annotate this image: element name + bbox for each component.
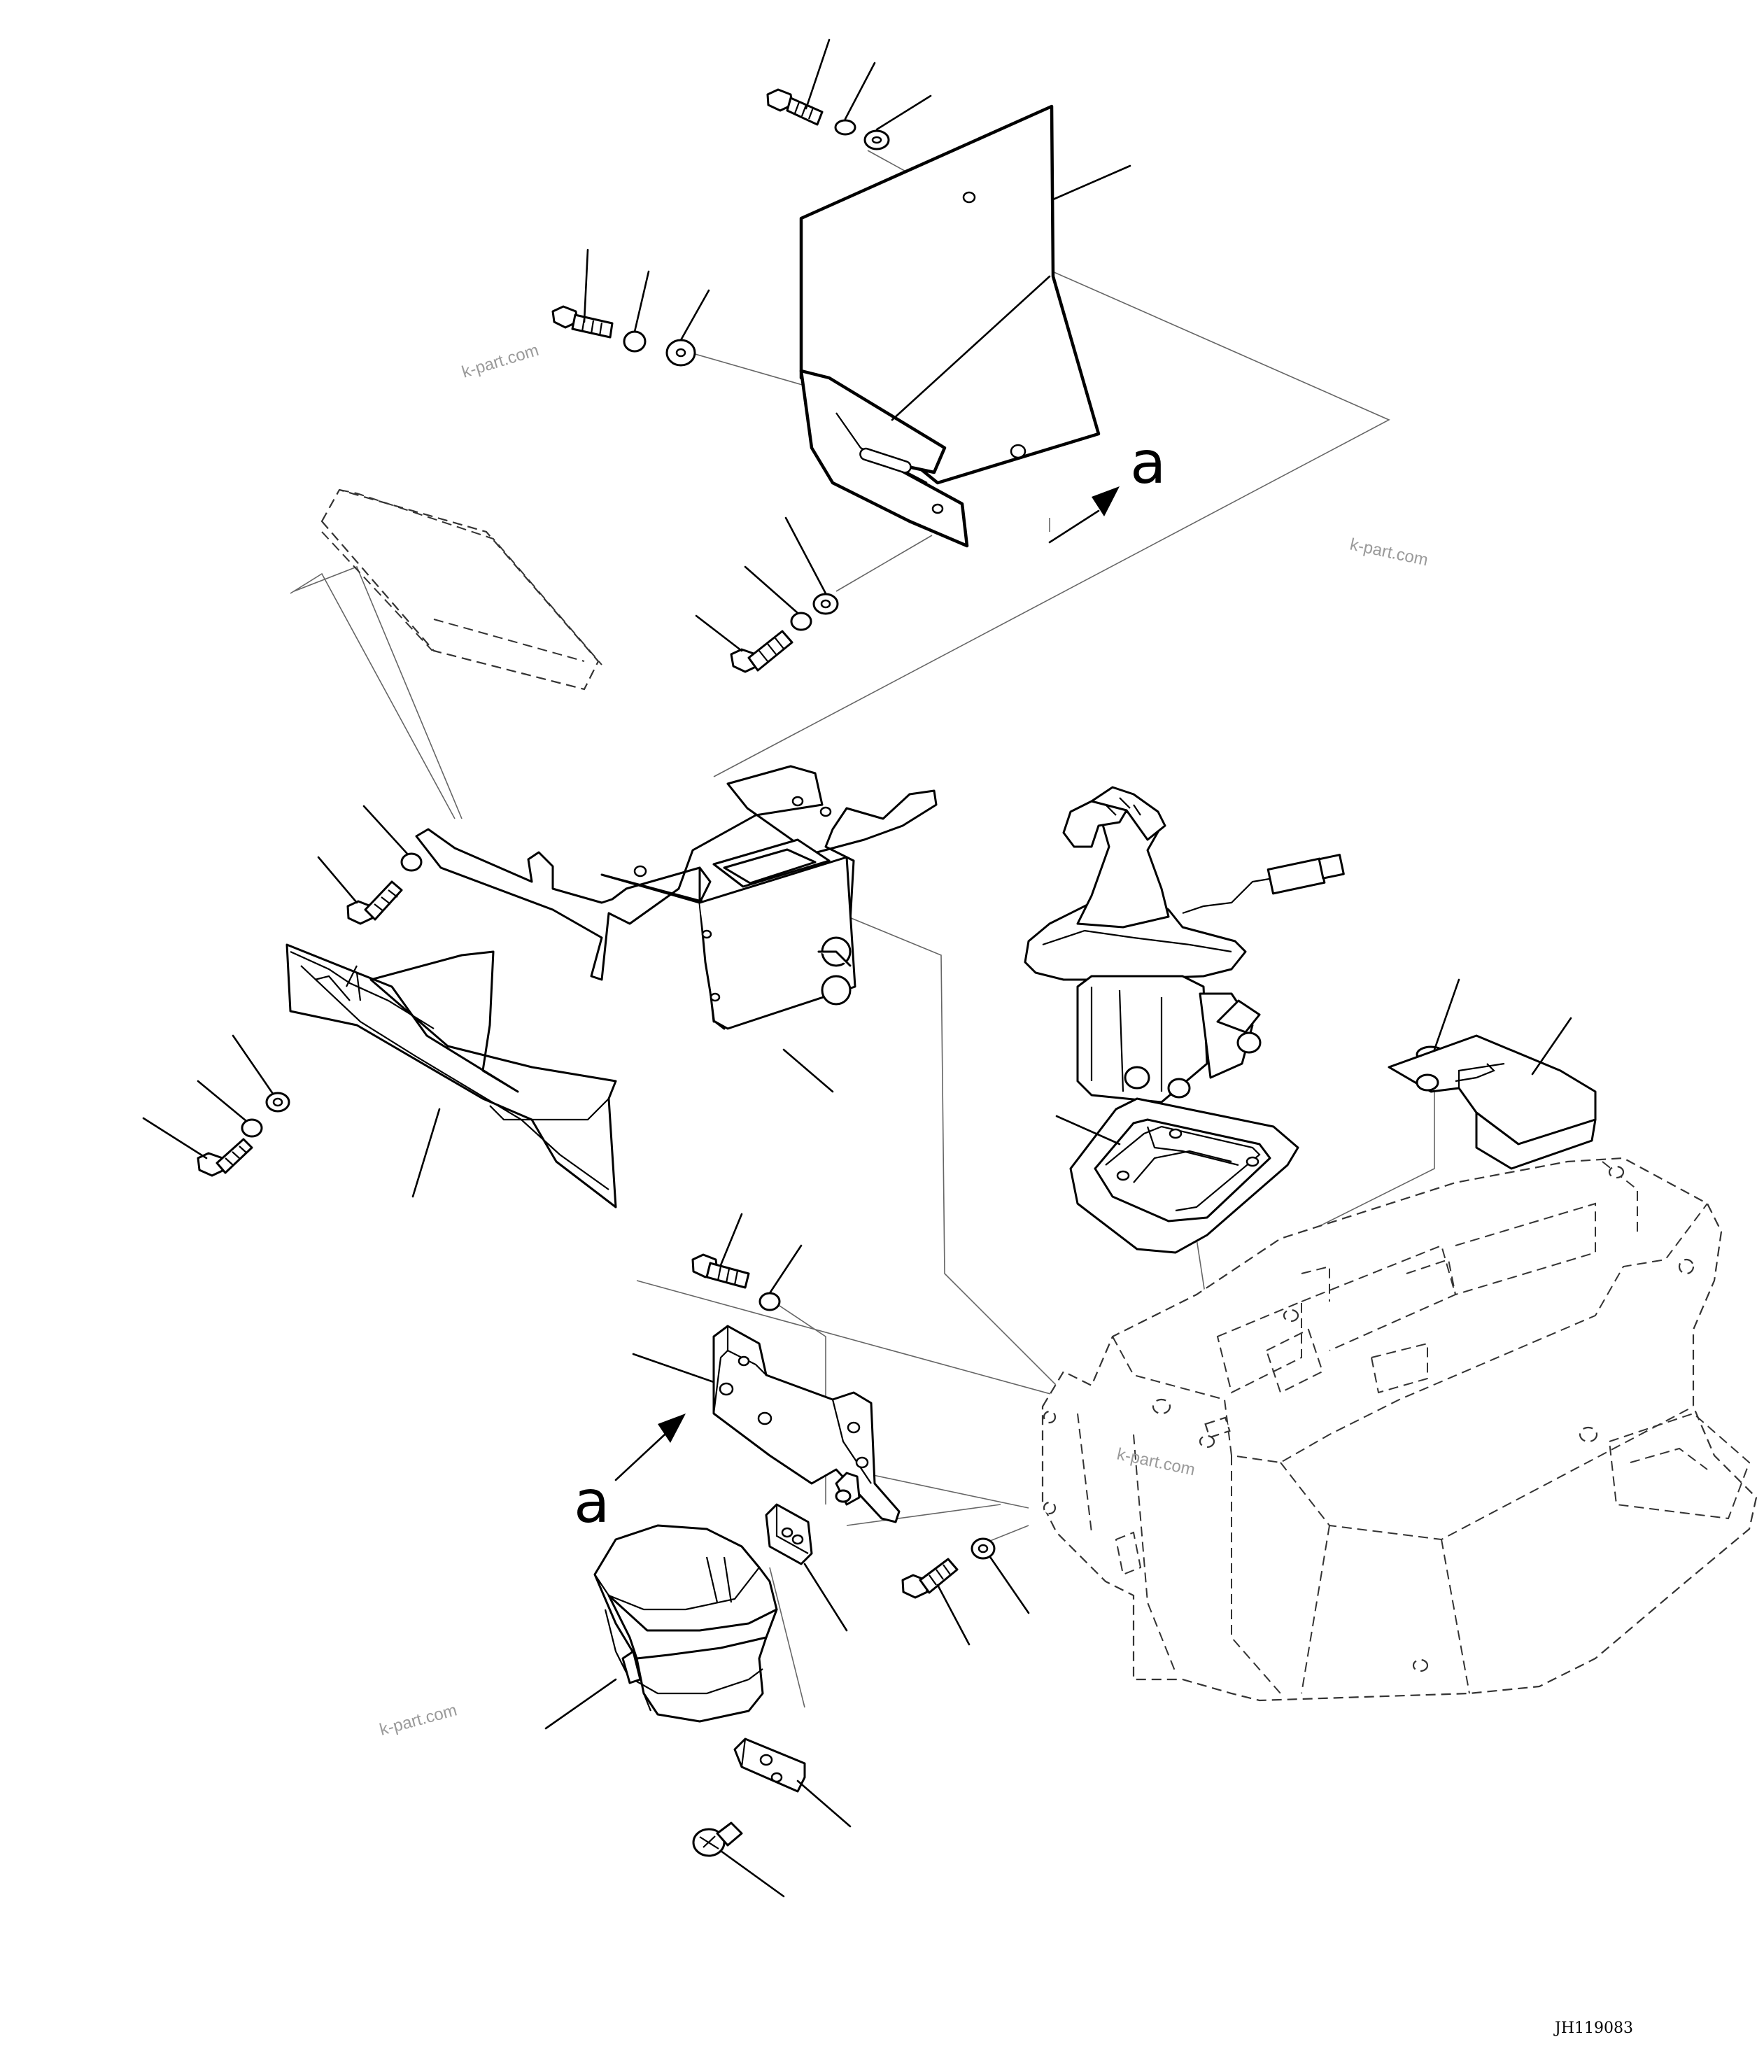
view-label-top: a bbox=[1130, 428, 1166, 497]
bolt-lower bbox=[901, 1558, 971, 1646]
cover-plate bbox=[799, 104, 1131, 548]
washer-third-2 bbox=[784, 516, 839, 615]
joystick-gasket bbox=[1055, 1097, 1299, 1254]
joystick-lever bbox=[1024, 786, 1345, 1104]
washer-left-lower-2 bbox=[232, 1034, 290, 1113]
bolt-second bbox=[551, 248, 614, 339]
view-arrow-top: a bbox=[1048, 428, 1166, 544]
bolt-bracket bbox=[691, 1213, 750, 1289]
washer-left-lower-1 bbox=[197, 1080, 263, 1138]
view-label-bottom: a bbox=[574, 1467, 609, 1536]
bolt-top bbox=[766, 38, 831, 126]
bolt-third bbox=[695, 614, 793, 673]
washer-lower bbox=[971, 1537, 1030, 1614]
main-bracket bbox=[415, 765, 938, 1093]
switch-cover-plate bbox=[1388, 1017, 1597, 1170]
washer-third-1 bbox=[744, 565, 812, 631]
watermark-1: k-part.com bbox=[460, 341, 541, 382]
console-base-reference bbox=[1041, 1157, 1758, 1702]
monitor-reference bbox=[290, 488, 602, 819]
bolt-left-lower bbox=[142, 1117, 253, 1177]
washer-second-2 bbox=[665, 289, 710, 367]
washer-top-2 bbox=[863, 94, 932, 150]
washer-left-upper bbox=[362, 805, 423, 872]
view-arrow-bottom: a bbox=[574, 1414, 686, 1536]
washer-top-1 bbox=[834, 62, 876, 136]
side-bracket bbox=[285, 943, 617, 1208]
washer-bracket bbox=[758, 1244, 803, 1311]
washer-second-1 bbox=[623, 270, 650, 353]
drawing-code: JH119083 bbox=[1553, 2020, 1633, 2037]
bolt-left-upper bbox=[317, 856, 403, 925]
cup-holder-bracket bbox=[632, 1325, 901, 1523]
cup-holder bbox=[544, 1524, 778, 1730]
clip-plate-lower bbox=[733, 1738, 852, 1828]
watermark-4: k-part.com bbox=[378, 1700, 459, 1739]
screw-bottom bbox=[692, 1821, 785, 1898]
watermark-2: k-part.com bbox=[1348, 535, 1430, 570]
clip-plate-upper bbox=[765, 1503, 848, 1632]
